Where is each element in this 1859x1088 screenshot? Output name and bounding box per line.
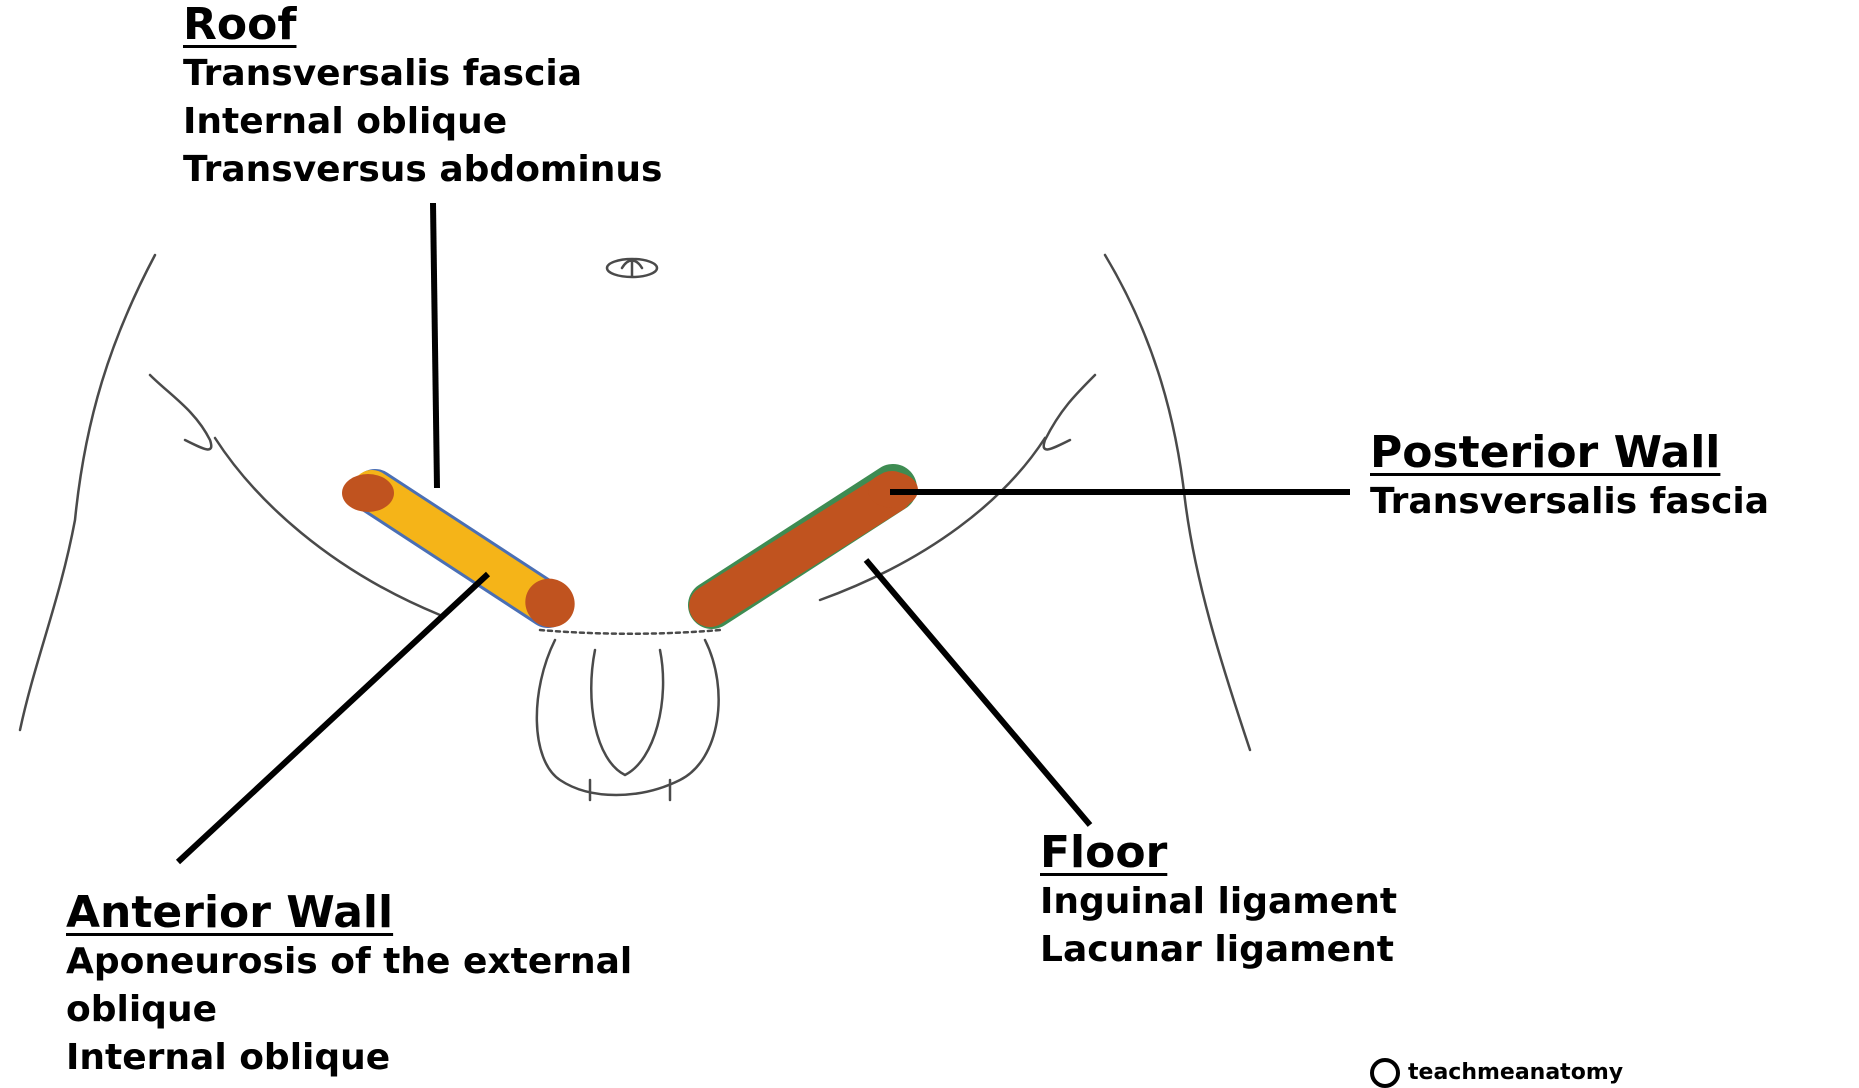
anterior-wall-label: Anterior Wall Aponeurosis of the externa… xyxy=(66,888,786,1082)
floor-item: Inguinal ligament xyxy=(1040,878,1397,926)
left-inguinal-canal xyxy=(342,474,584,637)
watermark-text: teachmeanatomy xyxy=(1408,1060,1623,1085)
deep-ring xyxy=(342,474,394,512)
roof-title: Roof xyxy=(183,0,662,50)
leader-lines xyxy=(178,203,1350,862)
roof-leader xyxy=(433,203,437,488)
anterior-wall-item: Internal oblique xyxy=(66,1034,786,1082)
floor-label: Floor Inguinal ligament Lacunar ligament xyxy=(1040,828,1397,974)
floor-leader xyxy=(866,560,1090,825)
posterior-wall-band xyxy=(710,492,892,606)
roof-item: Internal oblique xyxy=(183,98,662,146)
posterior-wall-item: Transversalis fascia xyxy=(1370,478,1769,526)
posterior-wall-title: Posterior Wall xyxy=(1370,428,1769,478)
anterior-wall-title: Anterior Wall xyxy=(66,888,786,938)
floor-title: Floor xyxy=(1040,828,1397,878)
anterior-wall-item: Aponeurosis of the external oblique xyxy=(66,938,786,1034)
body-outline xyxy=(20,255,1250,800)
teachmeanatomy-logo-icon xyxy=(1370,1058,1400,1088)
watermark: teachmeanatomy xyxy=(1370,1058,1623,1088)
posterior-wall-label: Posterior Wall Transversalis fascia xyxy=(1370,428,1769,526)
roof-label: Roof Transversalis fascia Internal obliq… xyxy=(183,0,662,194)
roof-item: Transversalis fascia xyxy=(183,50,662,98)
roof-item: Transversus abdominus xyxy=(183,146,662,194)
anterior-wall-leader xyxy=(178,574,488,862)
floor-item: Lacunar ligament xyxy=(1040,926,1397,974)
